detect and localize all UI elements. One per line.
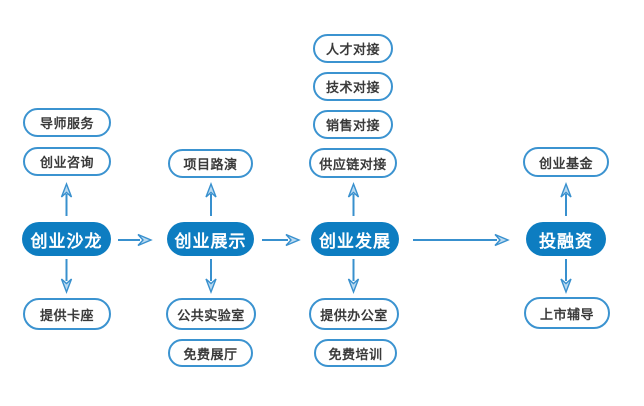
stage-1-down-arrow [60, 259, 73, 294]
stage-1-below-pill-1: 提供卡座 [23, 298, 111, 330]
stage-4-up-arrow [560, 182, 572, 216]
stage-2-below-pill-1: 公共实验室 [166, 298, 256, 330]
stage-3-to-4-arrow [413, 233, 510, 247]
stage-4-below-pill-1: 上市辅导 [524, 297, 610, 329]
stage-3-above-pill-4: 供应链对接 [309, 148, 397, 178]
stage-4-above-pill-1: 创业基金 [523, 147, 609, 177]
stage-2-above-pill-1: 项目路演 [168, 149, 253, 178]
stage-1-main-node: 创业沙龙 [22, 222, 111, 256]
stage-1-above-pill-2: 创业咨询 [23, 147, 111, 176]
stage-4-down-arrow [560, 259, 572, 294]
stage-2-to-3-arrow [262, 233, 301, 247]
stage-1-above-pill-1: 导师服务 [23, 108, 111, 137]
stage-3-below-pill-1: 提供办公室 [309, 298, 399, 330]
stage-2-up-arrow [205, 182, 217, 216]
stage-4-main-node: 投融资 [526, 222, 606, 256]
stage-3-up-arrow [347, 182, 360, 216]
stage-3-above-pill-3: 销售对接 [313, 110, 393, 139]
stage-2-main-node: 创业展示 [167, 222, 254, 256]
stage-3-down-arrow [347, 259, 360, 294]
stage-3-above-pill-2: 技术对接 [313, 72, 393, 101]
stage-1-to-2-arrow [118, 233, 153, 247]
stage-3-below-pill-2: 免费培训 [314, 339, 397, 367]
stage-3-above-pill-1: 人才对接 [313, 34, 393, 63]
stage-1-up-arrow [60, 182, 73, 216]
stage-2-down-arrow [205, 259, 217, 294]
stage-3-main-node: 创业发展 [311, 222, 399, 256]
stage-2-below-pill-2: 免费展厅 [168, 339, 253, 367]
